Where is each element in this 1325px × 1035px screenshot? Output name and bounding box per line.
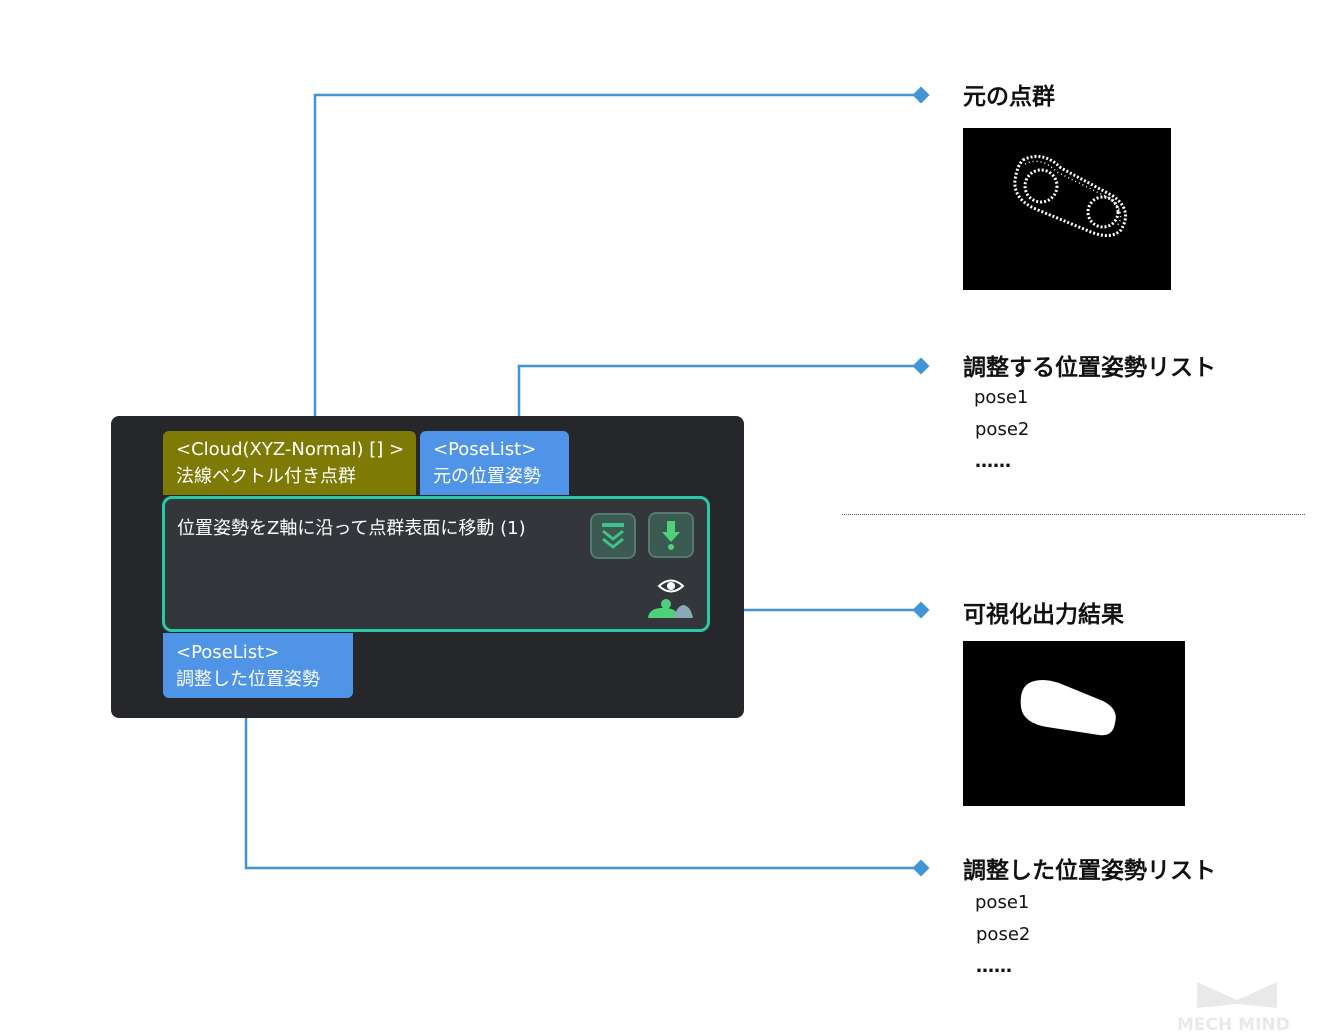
- list-item: pose1: [974, 387, 1028, 408]
- list-item: pose2: [976, 924, 1030, 945]
- input-port-poselist[interactable]: <PoseList> 元の位置姿勢: [420, 431, 569, 495]
- output-port-poselist[interactable]: <PoseList> 調整した位置姿勢: [163, 633, 353, 698]
- download-button[interactable]: [648, 512, 694, 558]
- visualize-eye-icon[interactable]: [646, 574, 696, 620]
- diamond-marker: [913, 860, 930, 877]
- connector-poses-to-adjust: [519, 366, 921, 419]
- list-item: pose1: [975, 892, 1029, 913]
- port-type: <PoseList>: [433, 436, 569, 463]
- port-type: <Cloud(XYZ-Normal) [] >: [176, 436, 416, 463]
- diamond-marker: [913, 602, 930, 619]
- diamond-marker: [913, 87, 930, 104]
- port-name: 調整した位置姿勢: [176, 666, 353, 693]
- label-visual-output: 可視化出力結果: [963, 595, 1124, 629]
- port-type: <PoseList>: [176, 639, 353, 666]
- label-original-cloud: 元の点群: [963, 77, 1055, 111]
- list-item: ……: [976, 956, 1012, 977]
- watermark-text: MECH MIND: [1177, 1015, 1290, 1033]
- label-adjusted-poses: 調整した位置姿勢リスト: [963, 851, 1216, 885]
- list-item: ……: [975, 451, 1011, 472]
- expand-button[interactable]: [590, 513, 636, 559]
- connector-adjusted-poses: [246, 718, 921, 868]
- port-name: 法線ベクトル付き点群: [176, 463, 416, 490]
- visual-output-image: [963, 641, 1185, 806]
- expand-chevron-icon: [599, 521, 627, 551]
- connector-original-cloud: [315, 95, 921, 419]
- label-poses-to-adjust: 調整する位置姿勢リスト: [963, 348, 1216, 382]
- download-arrow-icon: [659, 519, 683, 551]
- original-cloud-image: [963, 128, 1171, 290]
- list-item: pose2: [975, 419, 1029, 440]
- input-port-cloud[interactable]: <Cloud(XYZ-Normal) [] > 法線ベクトル付き点群: [163, 431, 416, 495]
- separator: [842, 514, 1305, 515]
- step-title: 位置姿勢をZ軸に沿って点群表面に移動 (1): [177, 514, 526, 540]
- diamond-marker: [913, 358, 930, 375]
- mech-mind-watermark: MECH MIND: [1177, 978, 1307, 1033]
- port-name: 元の位置姿勢: [433, 463, 569, 490]
